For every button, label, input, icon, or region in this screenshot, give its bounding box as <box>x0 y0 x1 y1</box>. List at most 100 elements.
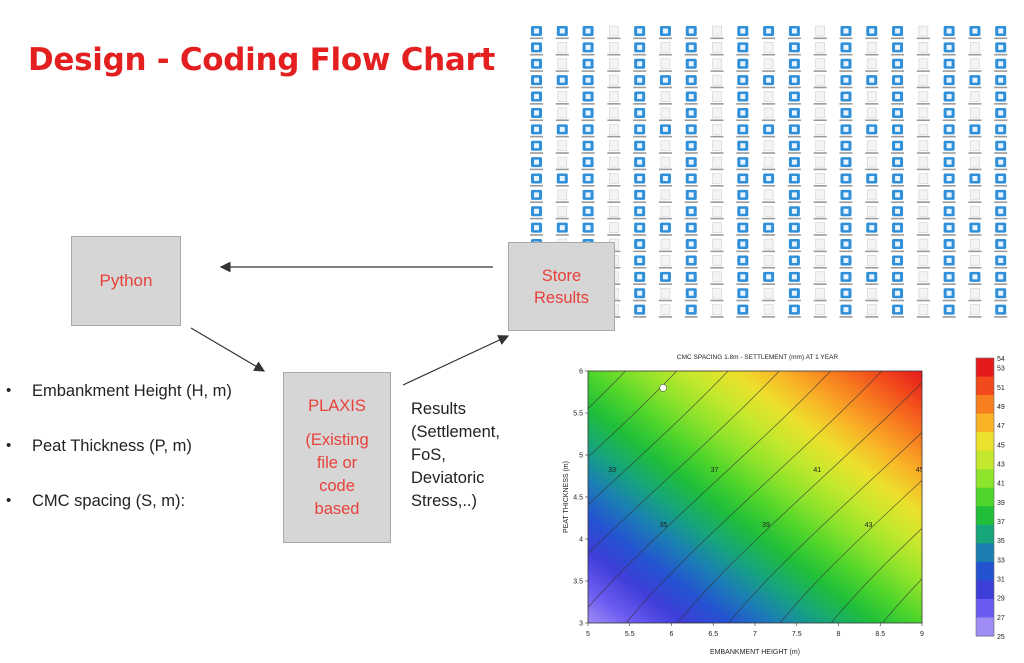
document-file-icon[interactable] <box>968 156 982 171</box>
document-file-icon[interactable] <box>762 91 776 105</box>
document-file-icon[interactable] <box>865 255 879 269</box>
document-file-icon[interactable] <box>865 75 879 89</box>
document-file-icon[interactable] <box>684 91 698 105</box>
document-file-icon[interactable] <box>813 304 827 318</box>
document-file-icon[interactable] <box>942 107 956 122</box>
document-file-icon[interactable] <box>658 42 672 56</box>
document-file-icon[interactable] <box>607 91 621 105</box>
document-file-icon[interactable] <box>762 173 776 187</box>
document-file-icon[interactable] <box>839 58 853 72</box>
document-file-icon[interactable] <box>684 140 698 154</box>
document-file-icon[interactable] <box>968 238 982 253</box>
document-file-icon[interactable] <box>916 42 930 56</box>
document-file-icon[interactable] <box>684 255 698 269</box>
document-file-icon[interactable] <box>762 287 776 302</box>
document-file-icon[interactable] <box>916 304 930 318</box>
document-file-icon[interactable] <box>581 58 595 72</box>
document-file-icon[interactable] <box>994 206 1008 220</box>
document-file-icon[interactable] <box>607 25 621 40</box>
document-file-icon[interactable] <box>710 238 724 253</box>
document-file-icon[interactable] <box>994 75 1008 89</box>
document-file-icon[interactable] <box>968 287 982 302</box>
document-file-icon[interactable] <box>684 42 698 56</box>
document-file-icon[interactable] <box>710 91 724 105</box>
document-file-icon[interactable] <box>762 58 776 72</box>
document-file-icon[interactable] <box>891 157 905 171</box>
document-file-icon[interactable] <box>607 124 621 138</box>
document-file-icon[interactable] <box>581 173 595 187</box>
document-file-icon[interactable] <box>555 173 569 187</box>
document-file-icon[interactable] <box>787 189 801 203</box>
document-file-icon[interactable] <box>942 173 956 187</box>
document-file-icon[interactable] <box>684 222 698 236</box>
document-file-icon[interactable] <box>581 107 595 122</box>
document-file-icon[interactable] <box>813 25 827 40</box>
document-file-icon[interactable] <box>581 222 595 236</box>
document-file-icon[interactable] <box>813 124 827 138</box>
document-file-icon[interactable] <box>813 156 827 171</box>
document-file-icon[interactable] <box>839 124 853 138</box>
plaxis-box[interactable]: PLAXIS (Existing file or code based <box>283 372 391 543</box>
document-file-icon[interactable] <box>916 255 930 269</box>
document-file-icon[interactable] <box>762 271 776 285</box>
document-file-icon[interactable] <box>736 271 750 285</box>
document-file-icon[interactable] <box>710 287 724 302</box>
document-file-icon[interactable] <box>787 206 801 220</box>
document-file-icon[interactable] <box>762 75 776 89</box>
document-file-icon[interactable] <box>865 173 879 187</box>
document-file-icon[interactable] <box>813 74 827 89</box>
document-file-icon[interactable] <box>891 107 905 122</box>
document-file-icon[interactable] <box>710 107 724 122</box>
document-file-icon[interactable] <box>658 287 672 302</box>
document-file-icon[interactable] <box>684 124 698 138</box>
document-file-icon[interactable] <box>762 238 776 253</box>
document-file-icon[interactable] <box>916 238 930 253</box>
document-file-icon[interactable] <box>891 173 905 187</box>
document-file-icon[interactable] <box>942 239 956 253</box>
document-file-icon[interactable] <box>865 140 879 154</box>
document-file-icon[interactable] <box>891 288 905 302</box>
document-file-icon[interactable] <box>994 107 1008 122</box>
document-file-icon[interactable] <box>762 222 776 236</box>
document-file-icon[interactable] <box>658 222 672 236</box>
document-file-icon[interactable] <box>865 91 879 105</box>
document-file-icon[interactable] <box>942 288 956 302</box>
document-file-icon[interactable] <box>891 75 905 89</box>
document-file-icon[interactable] <box>684 206 698 220</box>
store-results-box[interactable]: Store Results <box>508 242 615 331</box>
document-file-icon[interactable] <box>762 205 776 220</box>
document-file-icon[interactable] <box>736 157 750 171</box>
document-file-icon[interactable] <box>762 107 776 122</box>
document-file-icon[interactable] <box>942 124 956 138</box>
document-file-icon[interactable] <box>916 91 930 105</box>
document-file-icon[interactable] <box>581 75 595 89</box>
document-file-icon[interactable] <box>994 124 1008 138</box>
document-file-icon[interactable] <box>530 75 543 89</box>
document-file-icon[interactable] <box>839 189 853 203</box>
document-file-icon[interactable] <box>865 189 879 203</box>
document-file-icon[interactable] <box>736 239 750 253</box>
document-file-icon[interactable] <box>916 287 930 302</box>
document-file-icon[interactable] <box>813 189 827 203</box>
document-file-icon[interactable] <box>839 206 853 220</box>
document-file-icon[interactable] <box>994 255 1008 269</box>
document-file-icon[interactable] <box>865 205 879 220</box>
document-file-icon[interactable] <box>787 124 801 138</box>
document-file-icon[interactable] <box>865 124 879 138</box>
document-file-icon[interactable] <box>839 140 853 154</box>
document-file-icon[interactable] <box>607 42 621 56</box>
document-file-icon[interactable] <box>658 140 672 154</box>
document-file-icon[interactable] <box>865 271 879 285</box>
document-file-icon[interactable] <box>916 25 930 40</box>
document-file-icon[interactable] <box>813 140 827 154</box>
document-file-icon[interactable] <box>968 75 982 89</box>
document-file-icon[interactable] <box>710 304 724 318</box>
document-file-icon[interactable] <box>787 58 801 72</box>
document-file-icon[interactable] <box>994 91 1008 105</box>
document-file-icon[interactable] <box>891 140 905 154</box>
document-file-icon[interactable] <box>762 140 776 154</box>
document-file-icon[interactable] <box>813 205 827 220</box>
document-file-icon[interactable] <box>865 156 879 171</box>
document-file-icon[interactable] <box>813 173 827 187</box>
document-file-icon[interactable] <box>813 91 827 105</box>
